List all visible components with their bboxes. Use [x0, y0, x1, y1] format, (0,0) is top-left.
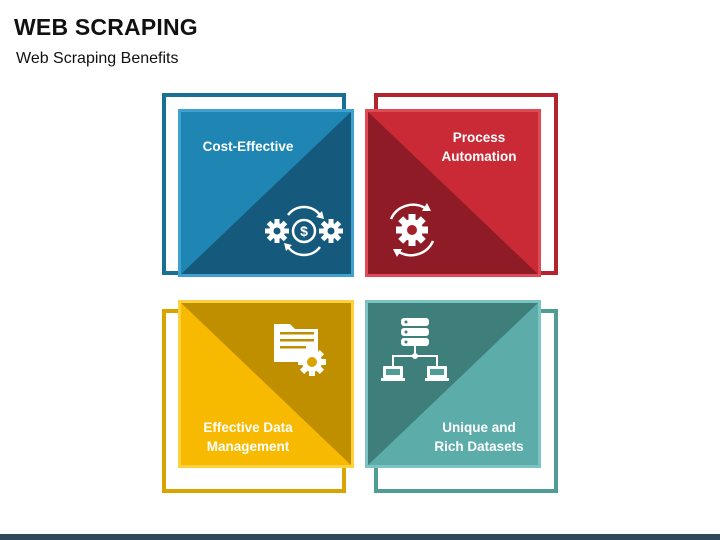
svg-text:$: $: [300, 223, 308, 239]
benefit-label: Cost-Effective: [202, 139, 294, 154]
page-subtitle: Web Scraping Benefits: [16, 50, 179, 67]
benefit-label: Unique and Rich Datasets: [434, 420, 524, 454]
folder-gear-icon: [274, 324, 326, 376]
benefit-label: Process Automation: [441, 130, 517, 164]
page-title: WEB SCRAPING: [14, 14, 198, 40]
gear-cycle-icon: [389, 203, 435, 257]
tile-effective-data-management: Effective Data Management: [178, 300, 354, 468]
tile-cost-effective: Cost-Effective $: [178, 109, 354, 277]
bottom-accent-bar: [0, 534, 720, 540]
benefit-label: Effective Data Management: [203, 420, 293, 454]
gear-dollar-cycle-icon: $: [265, 205, 343, 257]
tile-process-automation: Process Automation: [365, 109, 541, 277]
database-network-icon: [381, 318, 449, 381]
tile-unique-rich-datasets: Unique and Rich Datasets: [365, 300, 541, 468]
